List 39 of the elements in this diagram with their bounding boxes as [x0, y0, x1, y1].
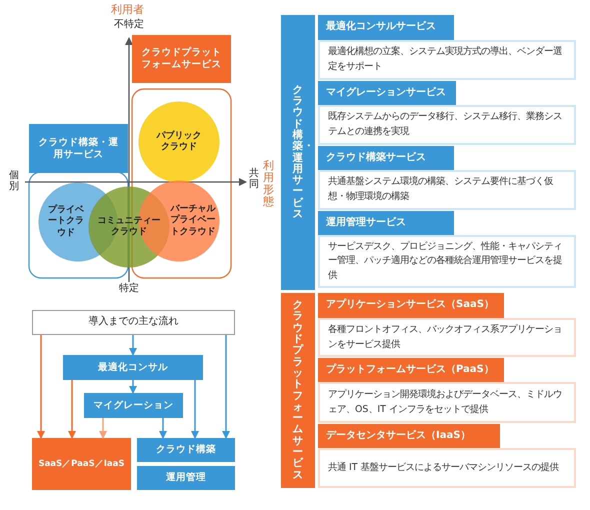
- card-heading: プラットフォームサービス（PaaS）: [318, 358, 504, 382]
- axis-label: 特定: [119, 283, 139, 294]
- axis-label: 不特定: [114, 19, 144, 30]
- arrow: [222, 335, 230, 439]
- arrow: [159, 418, 167, 439]
- card-body: サービスデスク、プロビジョニング、性能・キャパシティー管理、パッチ適用などの各種統合運用管理サービスを提供: [318, 235, 576, 288]
- arrow: [99, 418, 107, 439]
- category-band: クラウド構築・運用サービス: [281, 15, 315, 290]
- card-heading: マイグレーションサービス: [318, 81, 456, 105]
- card-body: 既存システムからのデータ移行、システム移行、業務システムとの連携を実現: [318, 105, 576, 145]
- public-cloud-circle: パブリッククラウド: [138, 101, 220, 183]
- service-box: クラウド構築・運用サービス: [29, 124, 128, 173]
- card-body: 最適化構想の立案、システム実現方式の導出、ベンダー選定をサポート: [318, 40, 576, 80]
- axis-title: 利用形態: [263, 160, 275, 208]
- card-heading: データセンタサービス（IaaS）: [318, 424, 500, 448]
- step-box: 最適化コンサル: [63, 355, 203, 380]
- flow-header-box: 導入までの主な流れ: [32, 310, 235, 335]
- step-box: マイグレーション: [84, 393, 183, 418]
- arrow: [191, 380, 199, 439]
- arrow: [129, 335, 137, 356]
- arrow: [129, 380, 137, 394]
- axis-title: 利用者: [111, 4, 144, 16]
- step-box: SaaS／PaaS／IaaS: [32, 438, 131, 490]
- axis-label: 共同: [249, 168, 260, 190]
- card-body: アプリケーション開発環境およびデータベース、ミドルウェア、OS、IT インフラをセットで提供: [318, 382, 576, 423]
- arrow: [37, 335, 45, 439]
- card-heading: 最適化コンサルサービス: [318, 15, 454, 40]
- card-heading: クラウド構築サービス: [318, 146, 454, 170]
- step-box: 運用管理: [137, 466, 235, 490]
- card-heading: アプリケーションサービス（SaaS）: [318, 293, 504, 318]
- card-body: 共通基盤システム環境の構築、システム要件に基づく仮想・物理環境の構築: [318, 170, 576, 210]
- card-body: 共通 IT 基盤サービスによるサーバマシンリソースの提供: [318, 448, 576, 488]
- card-heading: 運用管理サービス: [318, 211, 454, 235]
- card-body: 各種フロントオフィス、バックオフィス系アプリケーションをサービス提供: [318, 318, 576, 357]
- service-box: クラウドプラットフォームサービス: [132, 35, 231, 83]
- axis-label: 個別: [9, 170, 20, 192]
- category-band: クラウドプラットフォームサービス: [281, 293, 315, 488]
- step-box: クラウド構築: [137, 438, 235, 462]
- arrow: [68, 380, 76, 439]
